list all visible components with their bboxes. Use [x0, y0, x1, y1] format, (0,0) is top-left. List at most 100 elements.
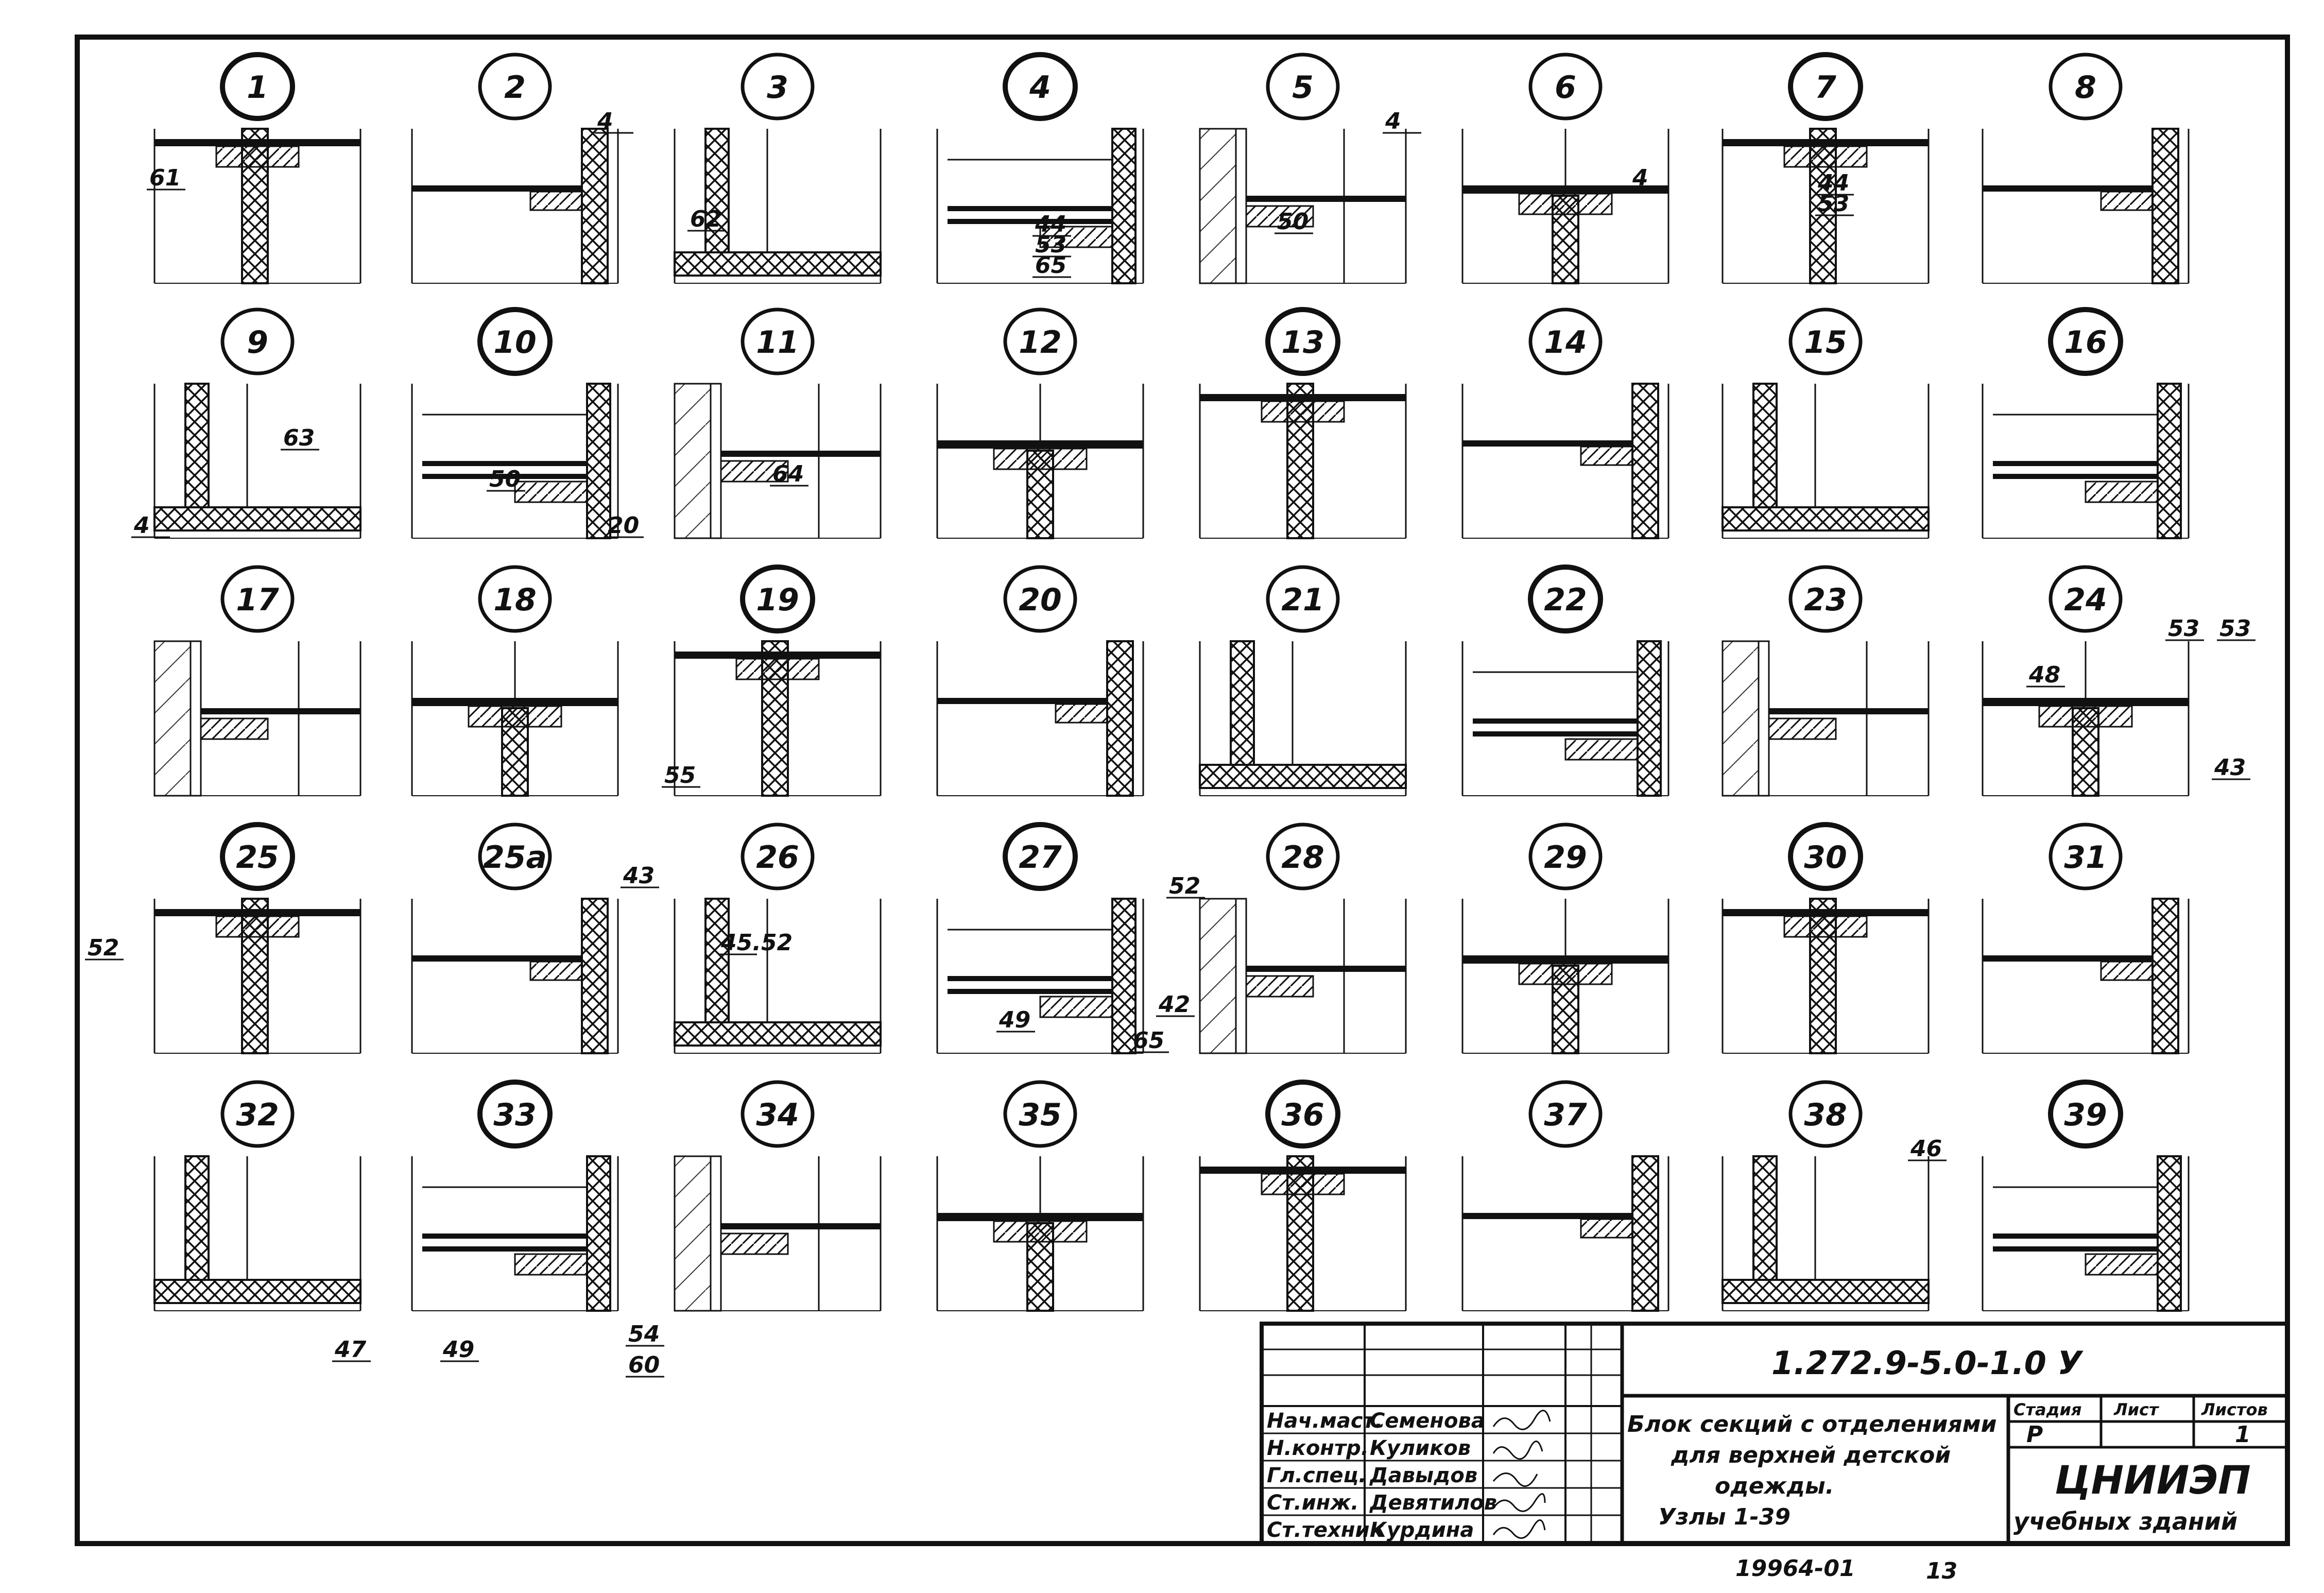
title-line-4: Узлы 1-39	[1658, 1504, 1791, 1530]
detail-figure	[674, 383, 882, 539]
detail-number: 5	[1292, 70, 1314, 106]
detail-number: 24	[2064, 582, 2107, 618]
detail-bubble: 34	[741, 1080, 815, 1148]
callout-label: 54	[628, 1321, 660, 1347]
detail-figure	[936, 128, 1144, 284]
drawing-code: 1.272.9-5.0-1.0 У	[1771, 1344, 2084, 1382]
sig-name-4: Курдина	[1370, 1518, 1474, 1542]
detail-figure	[1982, 1155, 2190, 1312]
detail-bubble: 2	[478, 53, 552, 121]
sheet-border	[75, 35, 2290, 1546]
title-line-1: Блок секций с отделениями	[1627, 1411, 1996, 1437]
detail-22: 22	[1461, 564, 1669, 797]
detail-bubble: 24	[2048, 565, 2123, 633]
detail-26: 26 45.52	[674, 823, 882, 1054]
detail-bubble: 39	[2048, 1080, 2123, 1149]
detail-number: 31	[2064, 840, 2107, 876]
detail-figure	[1461, 383, 1669, 539]
detail-16: 16	[1982, 307, 2190, 539]
detail-figure	[1199, 1155, 1407, 1312]
detail-bubble: 31	[2048, 823, 2123, 890]
detail-figure	[1461, 640, 1669, 797]
detail-38: 38	[1722, 1080, 1930, 1311]
sig-name-1: Куликов	[1370, 1436, 1471, 1460]
detail-37: 37	[1461, 1080, 1669, 1312]
detail-bubble: 26	[741, 823, 815, 890]
signature-marks	[1492, 1410, 1551, 1539]
detail-number: 14	[1544, 324, 1587, 361]
detail-bubble: 37	[1528, 1080, 1603, 1148]
callout-label: 62	[690, 206, 721, 232]
detail-36: 36	[1199, 1080, 1407, 1312]
callout-label: 46	[1910, 1136, 1942, 1162]
stage-header: Стадия	[2013, 1400, 2081, 1419]
detail-3: 3 62	[674, 53, 882, 284]
detail-bubble: 15	[1788, 307, 1863, 375]
detail-bubble: 38	[1788, 1080, 1863, 1148]
detail-number: 25a	[483, 840, 547, 876]
detail-29: 29	[1461, 823, 1669, 1054]
detail-figure	[1982, 641, 2190, 797]
title-block: 1.272.9-5.0-1.0 У Нач.маст. Семенова Н.к…	[1260, 1322, 2289, 1546]
detail-number: 23	[1804, 582, 1847, 618]
sig-role-2: Гл.спец.	[1267, 1464, 1366, 1487]
detail-bubble: 3	[741, 53, 815, 121]
detail-figure	[1199, 383, 1407, 539]
detail-figure	[153, 1155, 361, 1311]
callout-label: 43	[2214, 755, 2246, 781]
detail-figure	[153, 898, 361, 1054]
detail-number: 8	[2075, 70, 2096, 106]
detail-figure	[936, 384, 1144, 539]
callout-label: 53	[2168, 615, 2199, 642]
detail-number: 18	[493, 582, 537, 618]
callout-label: 44	[1035, 211, 1066, 237]
detail-number: 17	[236, 582, 279, 618]
detail-number: 6	[1555, 70, 1576, 106]
title-line-3: одежды.	[1715, 1473, 1834, 1499]
detail-figure	[936, 640, 1144, 797]
callout-label: 4	[597, 108, 613, 134]
detail-number: 22	[1544, 582, 1587, 618]
detail-bubble: 35	[1003, 1080, 1077, 1148]
detail-figure	[153, 128, 361, 284]
detail-number: 28	[1281, 840, 1324, 876]
detail-figure	[411, 641, 619, 797]
detail-figure	[1982, 128, 2190, 284]
sig-name-3: Девятилов	[1369, 1491, 1497, 1515]
sheets-header: Листов	[2201, 1400, 2268, 1419]
callout-label: 65	[1133, 1027, 1164, 1054]
detail-figure	[1461, 1155, 1669, 1312]
detail-figure	[936, 898, 1144, 1054]
callout-label: 49	[999, 1007, 1030, 1033]
detail-number: 39	[2064, 1097, 2107, 1133]
detail-bubble: 23	[1788, 565, 1863, 633]
detail-figure	[411, 383, 619, 539]
callout-label: 52	[88, 935, 119, 961]
detail-bubble: 19	[740, 564, 815, 633]
callout-label: 53	[2219, 615, 2251, 642]
callout-label: 45.52	[720, 930, 793, 956]
detail-figure	[1982, 383, 2190, 539]
detail-number: 21	[1281, 582, 1324, 618]
detail-6: 64	[1461, 53, 1669, 284]
detail-number: 15	[1804, 324, 1847, 361]
detail-figure	[153, 383, 361, 539]
detail-bubble: 5	[1266, 53, 1340, 121]
page-number: 13	[1926, 1558, 1957, 1584]
detail-20: 20	[936, 565, 1144, 797]
detail-number: 36	[1281, 1097, 1324, 1133]
detail-number: 4	[1029, 70, 1051, 106]
detail-bubble: 17	[220, 565, 295, 633]
detail-number: 2	[504, 70, 526, 106]
callout-label: 64	[772, 461, 804, 487]
detail-bubble: 9	[220, 307, 295, 375]
detail-figure	[674, 128, 882, 284]
detail-figure	[1199, 898, 1407, 1054]
detail-18: 18	[411, 565, 619, 797]
detail-number: 10	[493, 324, 537, 361]
